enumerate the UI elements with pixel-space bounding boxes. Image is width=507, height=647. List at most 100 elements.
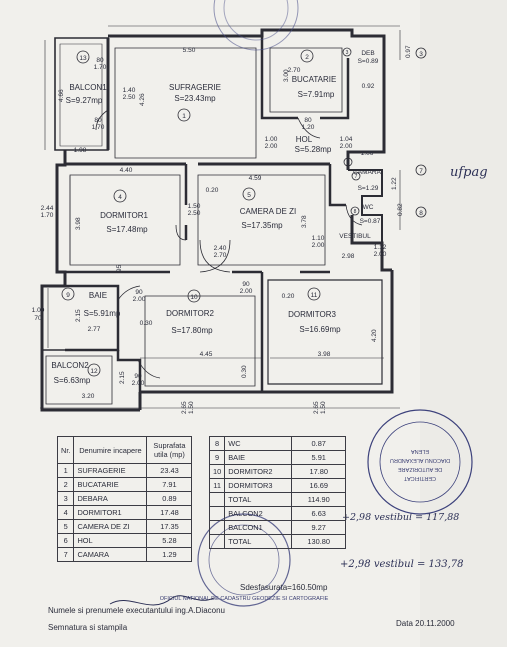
dim-80-hol: 80 (304, 117, 312, 124)
room-name-sufragerie: SUFRAGERIE (169, 83, 221, 92)
dim-90-a: 90 (135, 289, 143, 296)
room-area-dormitor1: S=17.48mp (106, 225, 148, 234)
room-no-8: 8 (354, 209, 357, 215)
dim-2-50-b: 2.50 (188, 210, 201, 217)
cell-name: CAMERA DE ZI (73, 519, 148, 534)
dim-3-98-a: 3.98 (75, 217, 82, 230)
dim-1-00: 1.00 (265, 136, 278, 143)
dim-0-20-b: 0.20 (282, 293, 295, 300)
dim-0-82: 0.82 (397, 203, 404, 216)
dim-5-50: 5.50 (183, 47, 196, 54)
dim-3-78: 3.78 (301, 215, 308, 228)
room-no-3: 3 (346, 50, 349, 56)
dim-2-00-b: 2.00 (340, 143, 353, 150)
cell-no (208, 506, 226, 521)
room-name-balcon1: BALCON1 (69, 83, 107, 92)
cell-no: 8 (208, 436, 226, 451)
stamp-top (213, 0, 299, 51)
dim-1-70-top: 1.70 (94, 64, 107, 71)
dim-2-50: 2.50 (123, 94, 136, 101)
cell-no: 5 (56, 519, 75, 534)
dim-1-12: 1.12 (374, 244, 387, 251)
dimension-labels: 5.50 2.70 0.97 4.66 1.98 2.44 1.70 80 1.… (32, 45, 412, 414)
cell-name: TOTAL (224, 492, 293, 507)
stamp-right-line-1: CERTIFICAT (403, 475, 436, 481)
dim-95: 95 (116, 264, 123, 272)
dim-90-b: 90 (242, 281, 250, 288)
handwritten-reference: ufpag (450, 165, 488, 180)
dim-2-98: 2.98 (342, 253, 355, 260)
dim-2-00-d: 2.00 (374, 251, 387, 258)
cell-area: 7.91 (146, 477, 193, 492)
dim-80-bottom: 80 (94, 117, 102, 124)
dim-3-20: 3.20 (82, 393, 95, 400)
dim-1-50-c: 1.50 (320, 401, 327, 414)
dim-0-30-b: 0.30 (241, 365, 248, 378)
cell-name: DEBARA (73, 491, 148, 506)
room-name-baie: BAIE (89, 291, 107, 300)
dim-1-70: 1.70 (41, 212, 54, 219)
dim-4-59: 4.59 (249, 175, 262, 182)
dim-1-06: 1.06 (361, 150, 374, 157)
dim-4-40: 4.40 (120, 167, 133, 174)
dim-1-04: 1.04 (340, 136, 353, 143)
signature-mark (109, 595, 215, 606)
dim-2-15-a: 2.15 (75, 309, 82, 322)
dim-4-26: 4.26 (139, 93, 146, 106)
cell-area: 17.35 (146, 519, 193, 534)
dim-2-70-b: 2.70 (214, 252, 227, 259)
room-no-7: 7 (355, 174, 358, 180)
dim-0-92: 0.92 (362, 83, 375, 90)
room-no-11: 11 (311, 292, 318, 299)
cell-area: 17.48 (146, 505, 193, 520)
dim-2-15-b: 2.15 (119, 371, 126, 384)
room-area-balcon1: S=9.27mp (66, 96, 103, 105)
room-name-dormitor3: DORMITOR3 (288, 310, 336, 319)
room-area-sufragerie: S=23.43mp (174, 94, 216, 103)
signature-label: Semnatura si stampila (48, 623, 128, 632)
room-name-bucatarie: BUCATARIE (292, 75, 337, 84)
room-area-bucatarie: S=7.91mp (298, 90, 335, 99)
cell-area: 1.29 (146, 547, 193, 562)
room-no-6: 6 (347, 160, 350, 166)
document-date: Data 20.11.2000 (396, 619, 455, 628)
cell-area: 0.87 (291, 436, 347, 451)
dim-2-00-c: 2.00 (312, 242, 325, 249)
cell-name: HOL (73, 533, 148, 548)
dim-2-65-a: 2.65 (181, 401, 188, 414)
cell-no: 2 (56, 477, 75, 492)
cell-no: 6 (56, 533, 75, 548)
dim-4-20: 4.20 (371, 329, 378, 342)
cell-area: 0.89 (146, 491, 193, 506)
dim-80-top: 80 (96, 57, 104, 64)
dim-0-97: 0.97 (405, 45, 412, 58)
dim-2-00-e: 2.00 (133, 296, 146, 303)
room-name-deb: DEB (361, 50, 374, 57)
dim-2-77: 2.77 (88, 326, 101, 333)
header-no: Nr. (56, 436, 75, 464)
stamp-right-line-4: ELENA (411, 448, 429, 454)
executant-name: Numele si prenumele executantului ing.A.… (48, 606, 225, 615)
cell-no: 7 (56, 547, 75, 562)
dim-2-00-a: 2.00 (265, 143, 278, 150)
dim-1-20: 1.20 (302, 124, 315, 131)
stamp-right-line-3: DIACONU ALEXANDRU (390, 457, 450, 463)
room-no-9: 9 (66, 292, 70, 299)
dim-2-44: 2.44 (41, 205, 54, 212)
room-area-balcon2: S=6.63mp (54, 376, 91, 385)
dim-3-00: 3.00 (283, 69, 290, 82)
cell-no: 4 (56, 505, 75, 520)
cell-name: DORMITOR2 (224, 464, 293, 479)
dim-90-c: 90 (134, 373, 142, 380)
dim-2-00-g: 2.00 (132, 380, 145, 387)
dim-1-22: 1.22 (391, 177, 398, 190)
